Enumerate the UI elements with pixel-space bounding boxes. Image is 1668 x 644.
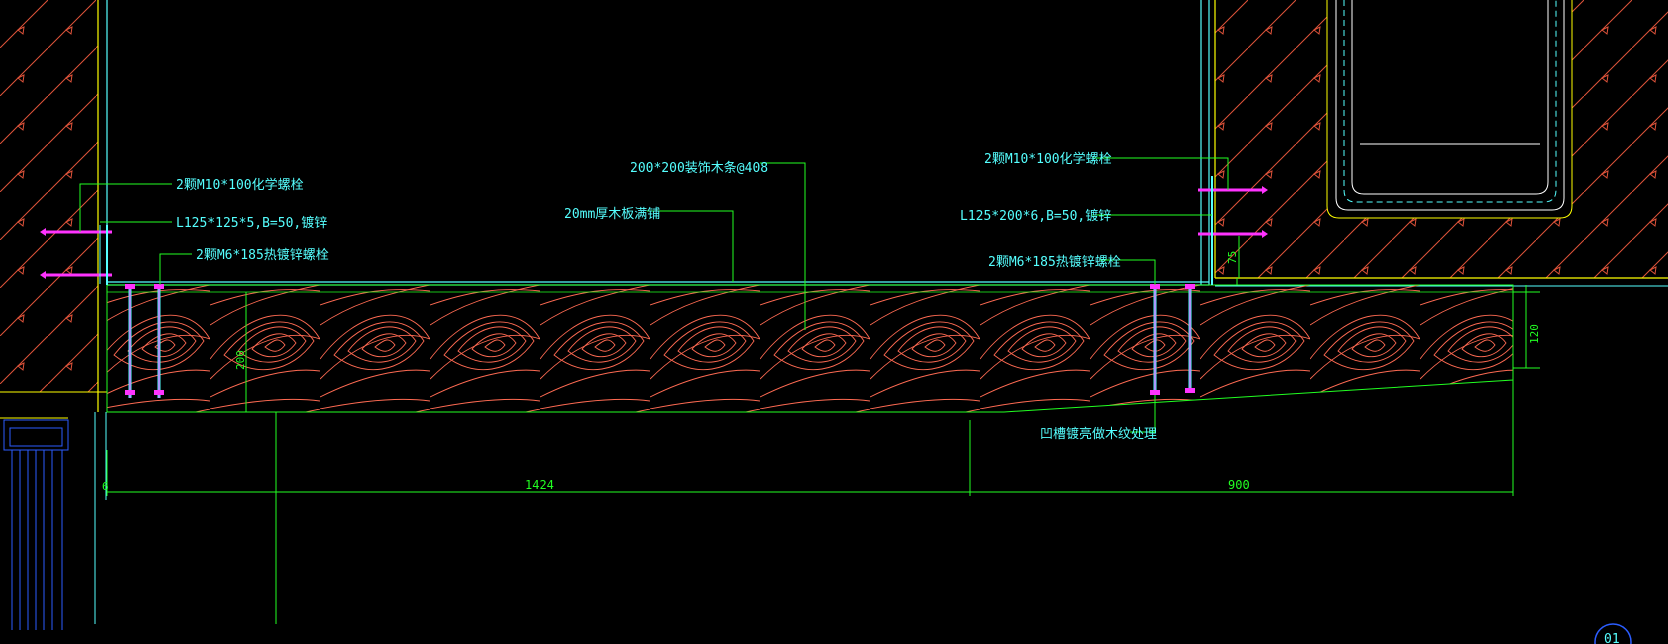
steel-frame <box>106 0 1210 286</box>
decor-strip-label: 200*200装饰木条@408 <box>630 160 768 176</box>
left-chem-bolt-label: 2颗M10*100化学螺栓 <box>176 177 304 193</box>
detail-number: 01 <box>1604 632 1620 644</box>
dimension-120: 120 <box>1528 324 1541 344</box>
right-chem-bolt-lower <box>1198 230 1268 238</box>
wood-veneer-label: 20mm厚木板满铺 <box>564 207 660 222</box>
groove-note-label: 凹槽镀亮做木纹处理 <box>1040 426 1157 442</box>
left-chem-bolt-upper <box>40 228 112 236</box>
right-chem-bolt-upper <box>1198 186 1268 194</box>
left-m6-bolt-a <box>125 284 135 398</box>
right-m6-bolt-label: 2颗M6*185热镀锌螺栓 <box>988 254 1121 270</box>
dimension-900: 900 <box>1228 478 1250 492</box>
dimension-6: 6 <box>102 480 109 493</box>
leader-lines <box>79 157 1240 624</box>
right-m6-bolt-a <box>1150 284 1160 395</box>
left-window-frame <box>3 412 107 630</box>
dimension-200: 200 <box>234 350 247 370</box>
left-angle-label: L125*125*5,B=50,镀锌 <box>176 215 327 231</box>
right-angle-label: L125*200*6,B=50,镀锌 <box>960 208 1111 224</box>
wood-slab <box>106 284 1514 413</box>
left-m6-bolt-label: 2颗M6*185热镀锌螺栓 <box>196 247 329 263</box>
dimension-1424: 1424 <box>525 478 554 492</box>
bolts <box>40 176 1268 398</box>
dimension-75: 75 <box>1226 251 1239 264</box>
dimension-lines <box>106 285 1540 496</box>
left-wall <box>0 0 107 419</box>
right-chem-bolt-label: 2颗M10*100化学螺栓 <box>984 151 1112 167</box>
detail-bubble: 01 <box>1594 623 1632 644</box>
right-wall <box>1214 0 1668 287</box>
left-chem-bolt-lower <box>40 271 112 279</box>
left-m6-bolt-b <box>154 284 164 398</box>
right-m6-bolt-b <box>1185 284 1195 393</box>
